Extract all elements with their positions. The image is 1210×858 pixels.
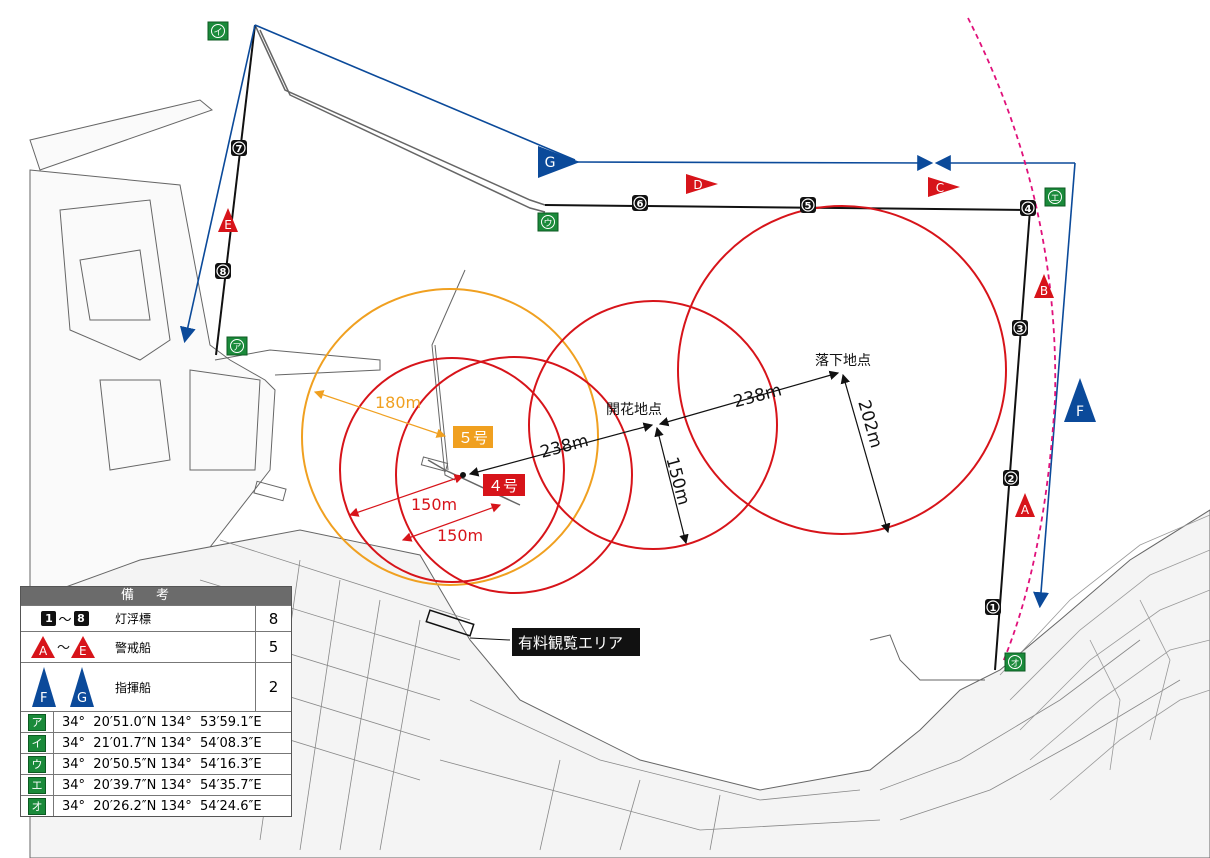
point-a-icon: ア	[28, 713, 46, 731]
point-4: オ	[1004, 652, 1026, 672]
buoys: 1 2 3 4 5 6 7 8	[215, 140, 1036, 615]
patrol-boat-C: C	[928, 177, 960, 197]
legend-header: 備考	[21, 587, 291, 605]
label-202m: 202m	[853, 398, 886, 451]
patrol-boat-B: B	[1034, 274, 1054, 298]
buoy-icon: 8	[73, 611, 89, 626]
svg-text:8: 8	[220, 267, 227, 278]
svg-text:D: D	[693, 178, 702, 192]
circle-fall	[677, 205, 1007, 535]
svg-text:ウ: ウ	[543, 218, 552, 229]
point-o-icon: オ	[28, 797, 46, 815]
command-boat-icon: F G	[32, 667, 94, 707]
buoy-4: 4	[1020, 200, 1036, 216]
legend-row-buoys: 1～8 灯浮標 8	[21, 605, 291, 631]
svg-text:2: 2	[1008, 474, 1015, 485]
label-150m-b: 150m	[437, 526, 483, 545]
svg-text:F: F	[40, 691, 47, 706]
svg-text:B: B	[1040, 284, 1048, 298]
patrol-boat-E: E	[218, 208, 238, 232]
svg-text:F: F	[1076, 404, 1084, 420]
buoy-5: 5	[800, 197, 816, 213]
svg-text:6: 6	[637, 199, 644, 210]
svg-text:～: ～	[57, 641, 70, 656]
label-burst-point: 開花地点	[606, 402, 662, 418]
label-150m-c: 150m	[661, 455, 693, 508]
circle-burst	[528, 300, 778, 550]
patrol-boat-A: A	[1015, 493, 1035, 517]
reference-points: ア イウ エオ	[207, 21, 1066, 672]
legend-row-command: F G 指揮船 2	[21, 662, 291, 711]
svg-text:G: G	[545, 155, 556, 171]
patrol-boat-icon: A ～ E	[31, 636, 95, 658]
buoy-7: 7	[231, 140, 247, 156]
legend: 備考 1～8 灯浮標 8 A ～ E 警戒船 5 F G 指揮船	[20, 586, 292, 817]
svg-text:５号: ５号	[458, 429, 488, 447]
svg-text:E: E	[224, 218, 232, 232]
svg-text:４号: ４号	[488, 477, 518, 495]
safety-arc	[967, 17, 1057, 663]
svg-text:A: A	[1021, 503, 1030, 517]
svg-text:ア: ア	[232, 343, 241, 353]
point-0: ア	[226, 336, 248, 356]
command-boat-F: F	[1064, 378, 1096, 422]
patrol-boats: A B C D E	[218, 174, 1054, 517]
legend-row-patrol: A ～ E 警戒船 5	[21, 631, 291, 662]
shell5-badge	[453, 426, 493, 448]
svg-text:7: 7	[236, 144, 243, 155]
command-boat-G: G	[538, 146, 580, 178]
buoy-3: 3	[1012, 320, 1028, 336]
viewing-area-label	[512, 628, 640, 656]
command-boats: FG	[538, 146, 1096, 422]
point-e-icon: エ	[28, 776, 46, 794]
label-180m: 180m	[375, 393, 421, 412]
svg-text:A: A	[39, 644, 48, 658]
svg-text:1: 1	[990, 603, 997, 614]
point-i-icon: イ	[28, 734, 46, 752]
buoy-1: 1	[985, 599, 1001, 615]
command-routes	[179, 24, 1076, 609]
point-3: エ	[1044, 187, 1066, 207]
svg-text:C: C	[936, 181, 944, 195]
label-fall-point: 落下地点	[815, 353, 871, 369]
point-u-icon: ウ	[28, 755, 46, 773]
point-1: イ	[207, 21, 229, 41]
svg-text:G: G	[77, 691, 87, 706]
label-150m-a: 150m	[411, 495, 457, 514]
shell4-badge	[483, 474, 525, 496]
buoy-2: 2	[1003, 470, 1019, 486]
svg-text:エ: エ	[1050, 194, 1059, 204]
svg-text:有料観覧エリア: 有料観覧エリア	[518, 634, 623, 652]
svg-text:イ: イ	[213, 28, 222, 38]
buoy-6: 6	[632, 195, 648, 211]
buoy-8: 8	[215, 263, 231, 279]
patrol-boat-D: D	[686, 174, 718, 194]
svg-text:オ: オ	[1010, 658, 1019, 669]
point-2: ウ	[537, 212, 559, 232]
svg-text:E: E	[79, 644, 87, 658]
buoy-icon: 1	[41, 611, 57, 626]
svg-text:4: 4	[1025, 204, 1032, 215]
svg-text:5: 5	[805, 201, 812, 212]
svg-text:3: 3	[1017, 324, 1024, 335]
